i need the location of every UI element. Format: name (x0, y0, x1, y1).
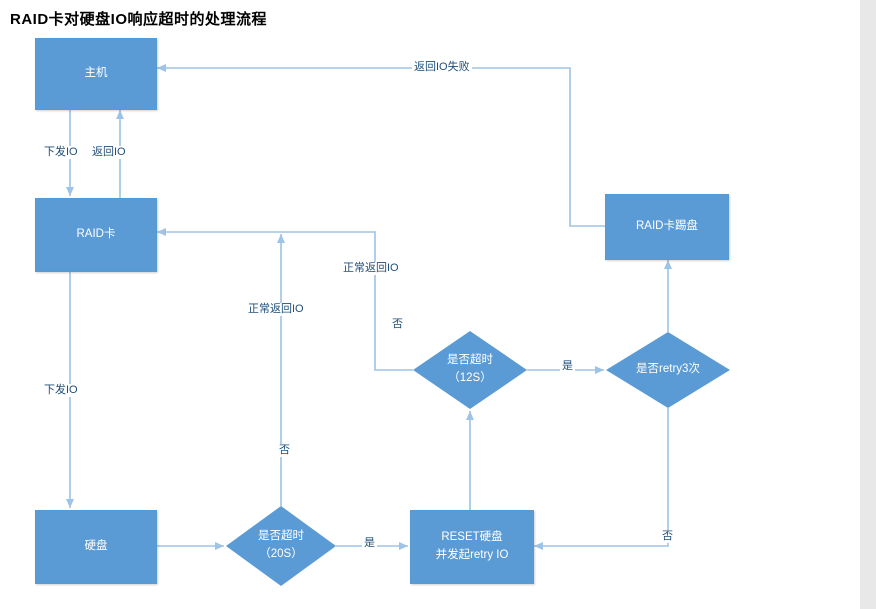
node-reset-retry-line1: RESET硬盘 (441, 531, 503, 544)
decision-timeout-20s-line1: 是否超时 (258, 530, 304, 543)
decision-timeout-12s-line1: 是否超时 (447, 354, 493, 367)
decision-timeout-12s-line2: （12S） (448, 372, 492, 384)
edge-label-yes-12s: 是 (560, 360, 575, 373)
edge-label-return-io: 返回IO (90, 146, 128, 159)
edge-label-normal-return-mid: 正常返回IO (341, 262, 401, 275)
node-reset-retry: RESET硬盘 并发起retry IO (410, 510, 534, 584)
edge-retry3-to-reset (534, 408, 669, 550)
decision-retry-3-times-label: 是否retry3次 (636, 363, 700, 376)
edge-label-send-io-top: 下发IO (42, 146, 80, 159)
node-host-label: 主机 (84, 67, 108, 80)
edge-label-no-left: 否 (277, 444, 292, 457)
node-raid-card-label: RAID卡 (76, 228, 116, 241)
node-kick-disk: RAID卡踢盘 (605, 194, 729, 260)
edge-kick-to-host (157, 64, 605, 227)
edge-label-yes-20s: 是 (362, 537, 377, 550)
edge-label-send-io-bottom: 下发IO (42, 384, 80, 397)
decision-timeout-20s-line2: （20S） (259, 548, 303, 560)
node-raid-card: RAID卡 (35, 198, 157, 272)
page-edge (860, 0, 876, 609)
diagram-title: RAID卡对硬盘IO响应超时的处理流程 (10, 11, 268, 28)
node-hard-disk-label: 硬盘 (84, 540, 108, 553)
edge-label-return-io-fail: 返回IO失败 (412, 61, 472, 74)
node-reset-retry-line2: 并发起retry IO (435, 549, 509, 561)
edge-label-no-retry: 否 (660, 530, 675, 543)
edge-label-no-mid: 否 (390, 318, 405, 331)
edge-label-normal-return-left: 正常返回IO (246, 303, 306, 316)
node-hard-disk: 硬盘 (35, 510, 157, 584)
node-host: 主机 (35, 38, 157, 110)
edge-timeout12-to-raid (157, 228, 413, 371)
node-kick-disk-label: RAID卡踢盘 (636, 220, 698, 233)
